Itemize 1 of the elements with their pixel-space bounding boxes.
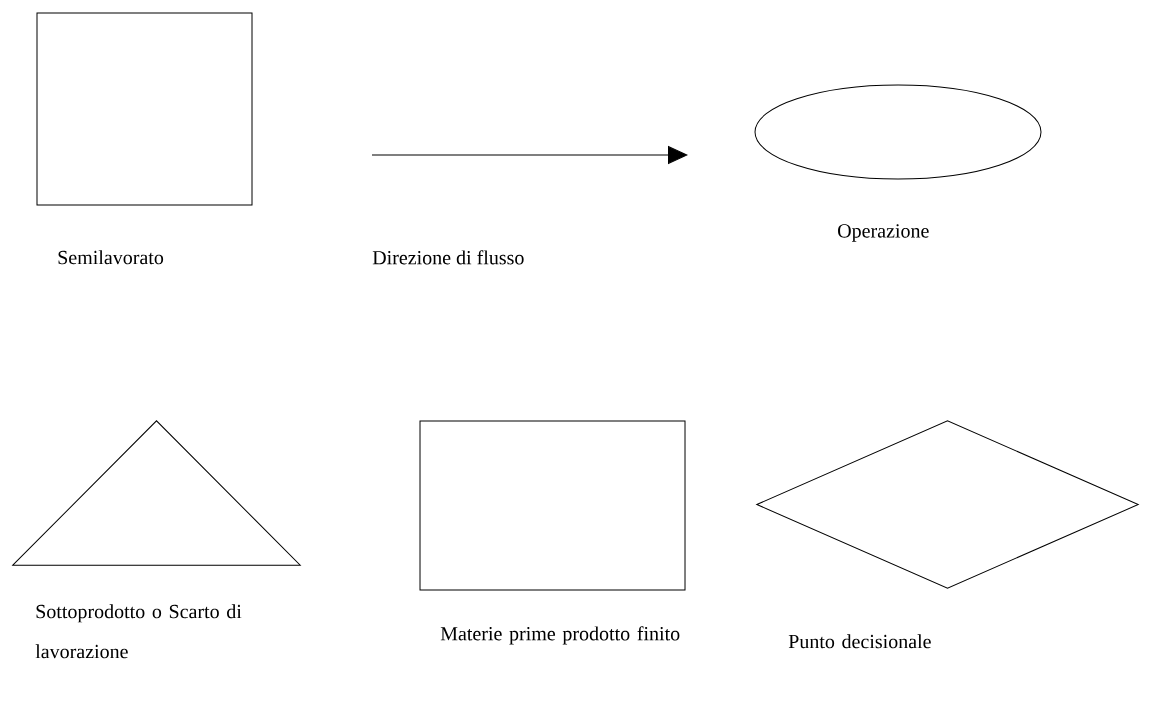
symbol-caption: Direzione di flusso	[372, 250, 524, 265]
